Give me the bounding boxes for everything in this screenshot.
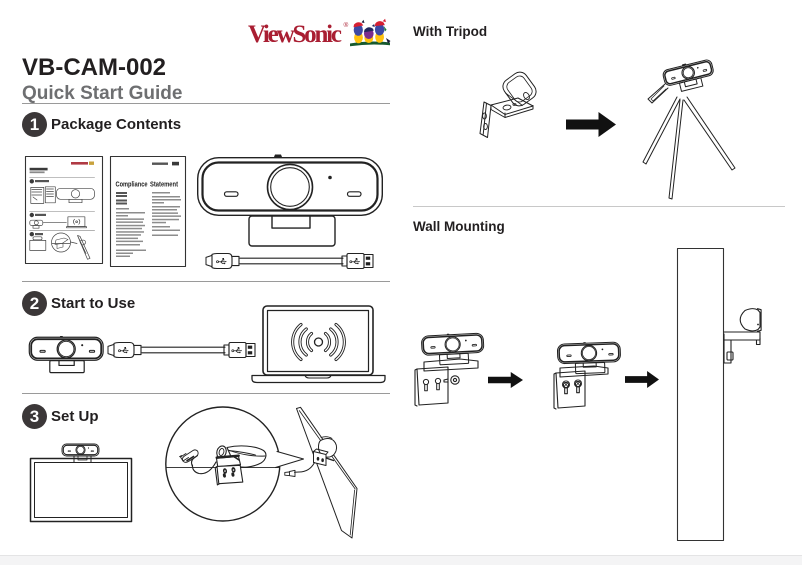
svg-text:®: ® [344,21,349,29]
svg-text:ViewSonic: ViewSonic [248,21,342,48]
svg-text:Compliance: Compliance [116,182,148,189]
svg-text:Statement: Statement [150,182,179,189]
